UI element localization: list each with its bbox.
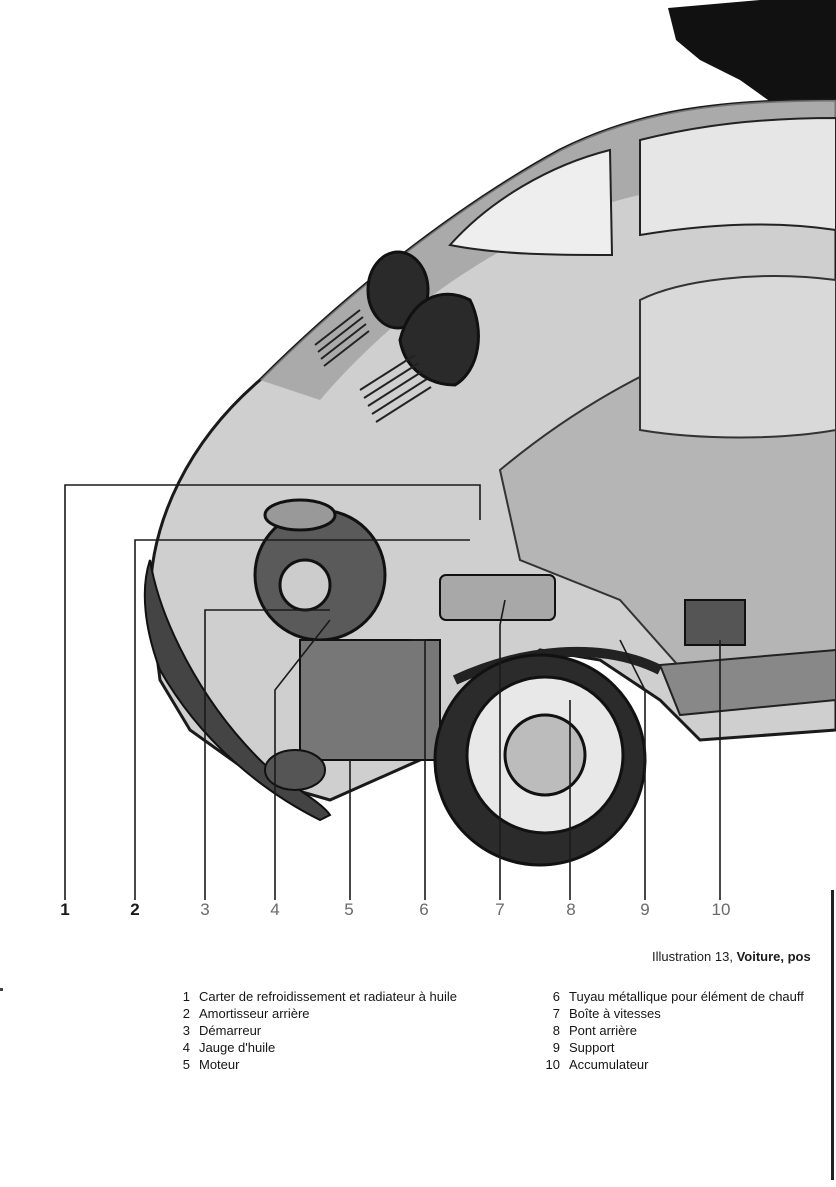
legend-number: 8 [552,1023,560,1038]
side-window-rear [448,148,614,257]
rear-window-right [398,292,480,387]
legend-number: 4 [182,1040,190,1055]
legend-text: Moteur [199,1057,240,1072]
callout-number-1: 1 [60,900,70,919]
legend-text: Carter de refroidissement et radiateur à… [199,989,457,1004]
legend-item: 7 Boîte à vitesses [538,1005,804,1022]
callout-number-3: 3 [200,900,210,919]
brake-drum [503,713,587,797]
figure-caption: Illustration 13, Voiture, pos [652,949,811,964]
running-board [658,648,836,717]
legend-item: 8 Pont arrière [538,1022,804,1039]
legend-text: Tuyau métallique pour élément de chauff [569,989,804,1004]
gearbox [439,574,556,621]
callout-number-2: 2 [130,900,140,919]
battery [684,599,746,646]
fan-pulley [278,558,332,612]
side-window-front [639,116,836,237]
callout-number-10: 10 [711,900,731,919]
page-edge-rule [831,890,834,1180]
air-filter [263,498,337,532]
legend-left: 1 Carter de refroidissement et radiateur … [168,988,457,1073]
legend-text: Démarreur [199,1023,262,1038]
margin-mark [0,988,3,991]
legend-text: Boîte à vitesses [569,1006,661,1021]
legend-number: 7 [552,1006,560,1021]
legend-text: Accumulateur [569,1057,649,1072]
legend-number: 9 [552,1040,560,1055]
legend-item: 10 Accumulateur [538,1056,804,1073]
legend-number: 2 [182,1006,190,1021]
car-cutaway-illustration [64,0,836,900]
legend-right: 6 Tuyau métallique pour élément de chauff… [538,988,804,1073]
callout-number-7: 7 [495,900,505,919]
legend-number: 1 [182,989,190,1004]
callout-number-8: 8 [566,900,576,919]
muffler [264,749,326,791]
leader-lines [64,484,721,900]
caption-title: Voiture, pos [736,949,811,964]
callout-number-6: 6 [419,900,429,919]
engine-block [299,639,441,761]
legend-number: 5 [182,1057,190,1072]
legend-text: Jauge d'huile [199,1040,276,1055]
legend-item: 1 Carter de refroidissement et radiateur … [168,988,457,1005]
legend-item: 5 Moteur [168,1056,457,1073]
callout-number-4: 4 [270,900,280,919]
engine-louvers [314,309,432,423]
legend-item: 6 Tuyau métallique pour élément de chauff [538,988,804,1005]
rear-window-left [366,250,430,330]
legend-item: 2 Amortisseur arrière [168,1005,457,1022]
callout-number-5: 5 [344,900,354,919]
rear-bumper [143,559,332,822]
legend-number: 6 [552,989,560,1004]
legend-number: 3 [182,1023,190,1038]
legend-item: 9 Support [538,1039,804,1056]
legend-text: Support [569,1040,615,1055]
legend-item: 3 Démarreur [168,1022,457,1039]
caption-prefix: Illustration 13, [652,949,733,964]
seat [639,275,836,439]
legend-number: 10 [545,1057,560,1072]
legend-text: Amortisseur arrière [199,1006,310,1021]
heater-hose [452,646,663,685]
callout-number-9: 9 [640,900,650,919]
legend-item: 4 Jauge d'huile [168,1039,457,1056]
legend-text: Pont arrière [569,1023,637,1038]
